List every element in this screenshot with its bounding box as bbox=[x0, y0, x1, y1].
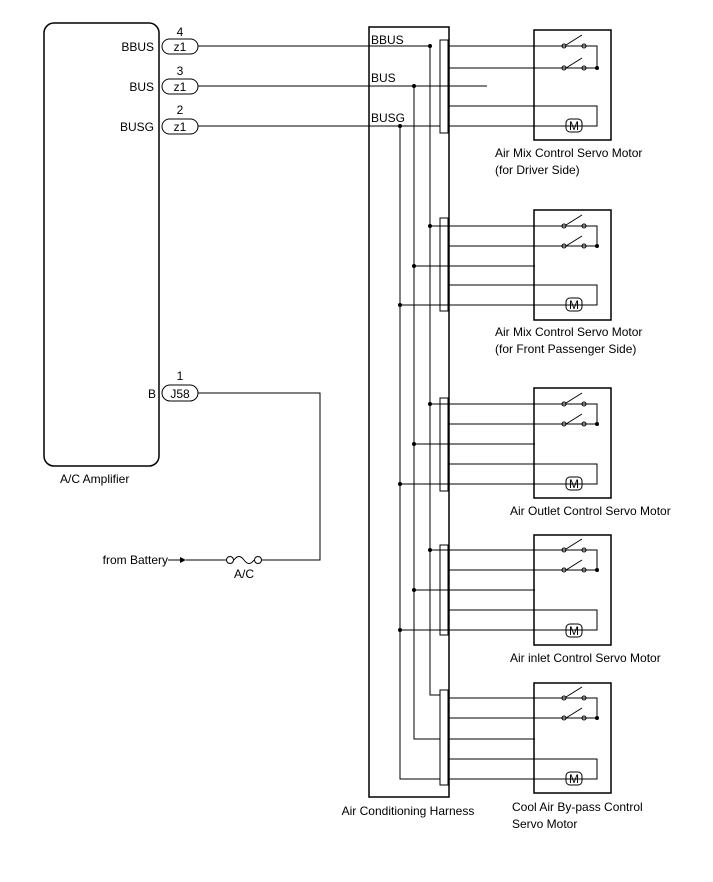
pin-b-name: B bbox=[148, 387, 156, 401]
motor-box-1 bbox=[533, 29, 612, 141]
servo-motor-5: M Cool Air By-pass Control Servo Motor bbox=[439, 682, 643, 831]
motor-wires-3 bbox=[400, 403, 598, 485]
motor-box-4 bbox=[533, 534, 612, 646]
motor-icon bbox=[565, 771, 583, 786]
motor-3-label-line1: Air Outlet Control Servo Motor bbox=[510, 504, 671, 518]
limit-switch-icon bbox=[565, 538, 583, 571]
pin-bus-name: BUS bbox=[129, 80, 154, 94]
motor-4-label-line1: Air inlet Control Servo Motor bbox=[510, 651, 661, 665]
fuse-icon bbox=[233, 556, 255, 564]
bus-bus-vertical bbox=[413, 86, 440, 740]
battery-label: from Battery bbox=[103, 553, 168, 567]
harness-bus-bus: BUS bbox=[371, 71, 396, 85]
motor-2-label-line2: (for Front Passenger Side) bbox=[495, 342, 636, 356]
junction-dot bbox=[412, 84, 416, 88]
pin-b-connector: J58 bbox=[170, 387, 190, 401]
motor-wires-1 bbox=[448, 45, 598, 127]
pin-bbus-number: 4 bbox=[177, 25, 184, 39]
motor-box-2 bbox=[533, 209, 612, 321]
fuse-label: A/C bbox=[234, 567, 254, 581]
bus-busg-vertical bbox=[399, 126, 440, 780]
pin-bus: BUS 3 z1 bbox=[129, 64, 199, 95]
pin-busg-name: BUSG bbox=[120, 120, 154, 134]
pin-b-number: 1 bbox=[177, 369, 184, 383]
motor-symbol: M bbox=[569, 624, 579, 638]
harness-box bbox=[368, 26, 450, 798]
motor-wires-2 bbox=[400, 225, 598, 306]
harness-bus-busg: BUSG bbox=[371, 111, 405, 125]
motor-icon bbox=[565, 623, 583, 638]
motor-2-label-line1: Air Mix Control Servo Motor bbox=[495, 325, 642, 339]
motor-symbol: M bbox=[569, 298, 579, 312]
junction-dot bbox=[398, 124, 402, 128]
motor-1-label-line1: Air Mix Control Servo Motor bbox=[495, 146, 642, 160]
motor-5-label-line2: Servo Motor bbox=[512, 817, 577, 831]
pin-bus-number: 3 bbox=[177, 64, 184, 78]
motor-icon bbox=[565, 118, 583, 133]
pin-bbus: BBUS 4 z1 bbox=[121, 25, 199, 55]
harness-label: Air Conditioning Harness bbox=[342, 804, 475, 818]
motor-box-3 bbox=[533, 387, 612, 499]
bus-bbus-vertical bbox=[429, 46, 440, 696]
motor-connector-5 bbox=[439, 689, 449, 786]
pin-b: B 1 J58 bbox=[148, 369, 199, 402]
servo-motor-4: M Air inlet Control Servo Motor bbox=[398, 534, 661, 665]
limit-switch-icon bbox=[565, 34, 583, 69]
motor-5-label-line1: Cool Air By-pass Control bbox=[512, 800, 643, 814]
motor-1-label-line2: (for Driver Side) bbox=[495, 163, 580, 177]
junction-dot bbox=[428, 44, 432, 48]
battery-arrow-icon bbox=[180, 557, 186, 563]
motor-box-5 bbox=[533, 682, 612, 794]
harness-bus-bbus: BBUS bbox=[371, 33, 404, 47]
pin-busg-connector: z1 bbox=[174, 120, 187, 134]
servo-motor-2: M Air Mix Control Servo Motor (for Front… bbox=[398, 209, 642, 356]
pin-bbus-connector: z1 bbox=[174, 40, 187, 54]
power-wire bbox=[198, 392, 321, 561]
fuse-terminal-left bbox=[226, 556, 234, 564]
motor-symbol: M bbox=[569, 772, 579, 786]
motor-wires-5 bbox=[448, 697, 598, 780]
limit-switch-icon bbox=[565, 214, 583, 247]
motor-symbol: M bbox=[569, 119, 579, 133]
motor-symbol: M bbox=[569, 477, 579, 491]
limit-switch-icon bbox=[565, 392, 583, 425]
servo-motor-1: M Air Mix Control Servo Motor (for Drive… bbox=[439, 29, 642, 177]
motor-wires-4 bbox=[400, 549, 598, 631]
pin-bbus-name: BBUS bbox=[121, 40, 154, 54]
pin-bus-connector: z1 bbox=[174, 80, 187, 94]
ac-amplifier-label: A/C Amplifier bbox=[60, 472, 129, 486]
pin-busg-number: 2 bbox=[177, 103, 184, 117]
motor-icon bbox=[565, 297, 583, 312]
servo-motor-3: M Air Outlet Control Servo Motor bbox=[398, 387, 671, 518]
motor-icon bbox=[565, 476, 583, 491]
motor-connector-2 bbox=[439, 217, 449, 312]
limit-switch-icon bbox=[565, 686, 583, 719]
fuse-terminal-right bbox=[254, 556, 262, 564]
ac-amplifier-box bbox=[43, 22, 160, 467]
